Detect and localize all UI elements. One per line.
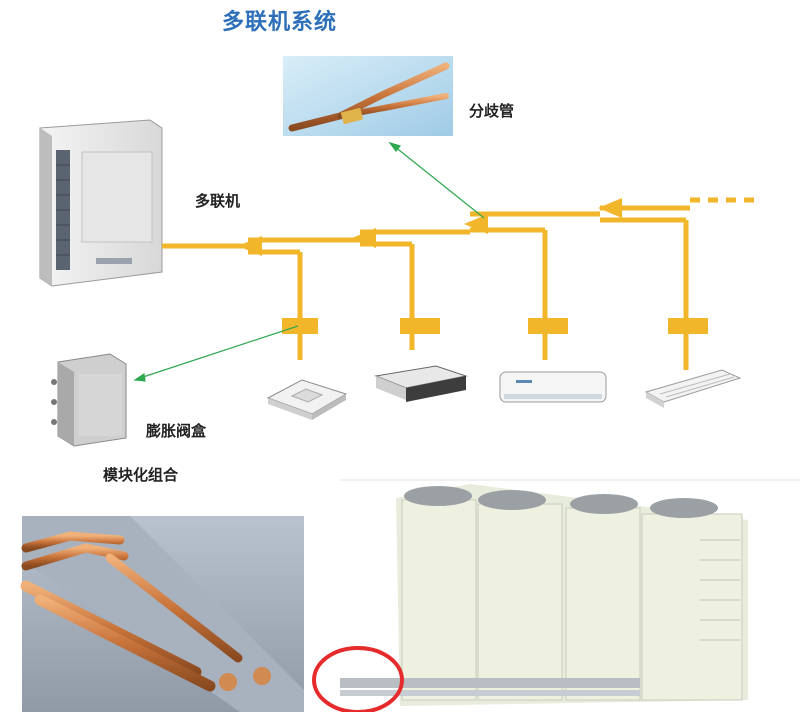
outdoor-unit-label: 多联机 [195, 192, 241, 210]
branch-joint-3 [464, 214, 488, 234]
branch-joints [238, 198, 622, 256]
diagram-title: 多联机系统 [222, 10, 338, 35]
modular-outdoor-units-image [312, 479, 800, 712]
valve-boxes [282, 318, 708, 334]
expansion-valve-box-icon [51, 353, 127, 447]
branch-joint-4 [598, 198, 622, 218]
branch-joint-1 [238, 236, 262, 256]
cassette-unit-icon [266, 379, 348, 420]
refrigerant-pipes [162, 197, 756, 370]
modular-combination-label: 模块化组合 [103, 466, 179, 484]
branch-joint-2 [352, 228, 376, 248]
expansion-valve-box-label: 膨胀阀盒 [146, 422, 207, 440]
branch-pipe-photo [283, 56, 453, 136]
highlight-circle [312, 646, 404, 712]
outdoor-unit-icon [39, 119, 163, 287]
branch-pipe-label: 分歧管 [469, 102, 515, 120]
duct-unit-icon [374, 365, 468, 402]
wall-unit-icon [499, 371, 607, 403]
ceiling-unit-icon [644, 369, 742, 408]
pipe-render-image [20, 516, 304, 712]
